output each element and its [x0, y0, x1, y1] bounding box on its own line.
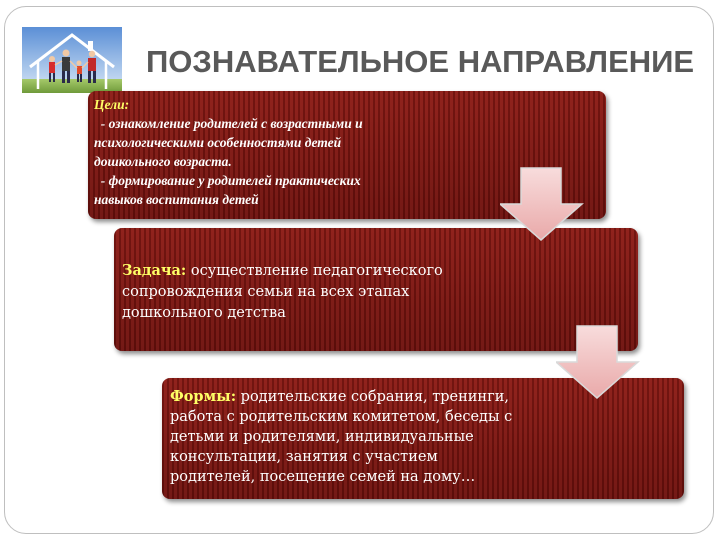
family-house-logo-graphic — [22, 27, 122, 93]
forms-label: Формы: — [170, 388, 237, 405]
goals-label: Цели: — [94, 95, 600, 114]
forms-line-5: родителей, посещение семей на дому… — [170, 469, 476, 485]
goals-line-5: навыков воспитания детей — [94, 192, 259, 207]
slide-title: ПОЗНАВАТЕЛЬНОЕ НАПРАВЛЕНИЕ — [146, 44, 695, 79]
goals-line-3: дошкольного возраста. — [94, 154, 232, 169]
down-arrow-icon — [556, 325, 640, 399]
goals-line-1: - ознакомление родителей с возрастными и — [94, 116, 363, 131]
goals-line-2: психологическими особенностями детей — [94, 135, 342, 150]
forms-line-4: консультации, занятия с участием — [170, 449, 438, 465]
forms-line-1: родительские собрания, тренинги, — [236, 389, 509, 405]
down-arrow-icon — [500, 167, 584, 241]
forms-box: Формы: родительские собрания, тренинги, … — [162, 378, 684, 499]
task-line-3: дошкольного детства — [122, 305, 286, 321]
task-label: Задача: — [122, 262, 187, 279]
task-box: Задача: осуществление педагогического со… — [114, 228, 638, 351]
goals-box: Цели: - ознакомление родителей с возраст… — [88, 91, 606, 219]
forms-line-3: детьми и родителями, индивидуальные — [170, 429, 474, 445]
task-line-1: осуществление педагогического — [186, 263, 443, 279]
goals-label-text: Цели: — [94, 97, 130, 112]
task-line-2: сопровождения семьи на всех этапах — [122, 284, 410, 300]
forms-line-2: работа с родительским комитетом, беседы … — [170, 409, 513, 425]
family-house-logo — [22, 27, 122, 93]
goals-line-4: - формирование у родителей практических — [94, 173, 361, 188]
